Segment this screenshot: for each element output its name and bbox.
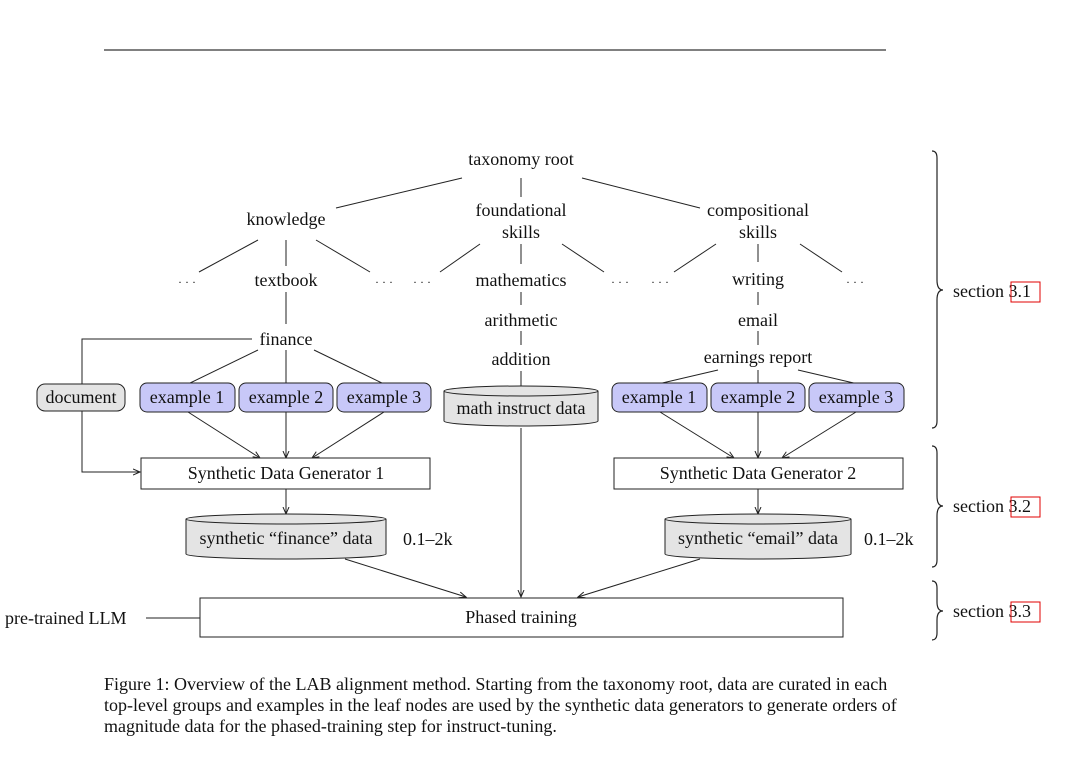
- math-instruct-db: [443, 385, 599, 427]
- range-label-right: 0.1–2k: [864, 529, 914, 549]
- node-arithmetic: arithmetic: [485, 310, 558, 330]
- node-taxonomy-root: taxonomy root: [468, 149, 574, 169]
- node-foundational-skills-line1: foundational: [476, 200, 567, 220]
- finance-db-label: synthetic “finance” data: [200, 528, 373, 548]
- example-label: example 2: [721, 387, 795, 407]
- example-node: [808, 382, 905, 413]
- range-label-left: 0.1–2k: [403, 529, 453, 549]
- document-to-generator-edge: [81, 411, 140, 472]
- finance-to-document-edge: [81, 338, 252, 384]
- figure-caption: Figure 1: Overview of the LAB alignment …: [104, 674, 897, 736]
- example-label: example 3: [819, 387, 893, 407]
- node-compositional-skills-line1: compositional: [707, 200, 809, 220]
- node-textbook: textbook: [255, 270, 318, 290]
- phased-training-label: Phased training: [465, 607, 576, 627]
- example-label: example 3: [347, 387, 421, 407]
- ellipsis: · · ·: [178, 275, 196, 289]
- ellipsis: · · ·: [413, 275, 431, 289]
- section-ref-box[interactable]: [1010, 496, 1041, 518]
- synthetic-finance-db: [185, 513, 387, 560]
- node-addition: addition: [492, 349, 551, 369]
- brace-section-3-3: [931, 580, 944, 641]
- brace-section-3-2: [931, 445, 944, 568]
- example-node: [139, 382, 236, 413]
- phased-training-box: [199, 597, 844, 638]
- synthetic-email-db: [664, 513, 852, 560]
- generator-2-label: Synthetic Data Generator 2: [660, 463, 856, 483]
- node-foundational-skills-line2: skills: [502, 222, 540, 242]
- document-node: [36, 383, 126, 412]
- to-phased-training-edges: [344, 428, 701, 597]
- synthetic-data-generator-2: [613, 457, 904, 490]
- node-compositional-skills-line2: skills: [739, 222, 777, 242]
- section-braces: [931, 150, 944, 641]
- section-ref-box[interactable]: [1010, 601, 1041, 623]
- node-finance: finance: [260, 329, 313, 349]
- example-node: [611, 382, 708, 413]
- section-label-3-3: section 3.3: [953, 601, 1031, 621]
- example-to-generator-edges: [187, 411, 857, 458]
- math-instruct-db-label: math instruct data: [457, 398, 586, 418]
- example-label: example 1: [622, 387, 696, 407]
- document-label: document: [46, 387, 117, 407]
- node-email: email: [738, 310, 778, 330]
- synthetic-data-generator-1: [140, 457, 431, 490]
- node-writing: writing: [732, 269, 784, 289]
- ellipsis: · · ·: [651, 275, 669, 289]
- node-knowledge: knowledge: [247, 209, 326, 229]
- section-label-3-1: section 3.1: [953, 281, 1031, 301]
- node-earnings-report: earnings report: [704, 347, 812, 367]
- section-label-3-2: section 3.2: [953, 496, 1031, 516]
- brace-section-3-1: [931, 150, 944, 429]
- section-ref-link[interactable]: 3.2: [1009, 496, 1032, 516]
- section-ref-link[interactable]: 3.3: [1009, 601, 1032, 621]
- section-ref-link[interactable]: 3.1: [1009, 281, 1032, 301]
- email-db-label: synthetic “email” data: [678, 528, 838, 548]
- example-label: example 2: [249, 387, 323, 407]
- example-label: example 1: [150, 387, 224, 407]
- generator-1-label: Synthetic Data Generator 1: [188, 463, 384, 483]
- section-ref-box[interactable]: [1010, 281, 1041, 303]
- pretrained-llm-label: pre-trained LLM: [5, 608, 126, 628]
- ellipsis: · · ·: [375, 275, 393, 289]
- ellipsis: · · ·: [846, 275, 864, 289]
- node-mathematics: mathematics: [476, 270, 567, 290]
- ellipsis: · · ·: [611, 275, 629, 289]
- taxonomy-edges: [187, 177, 859, 387]
